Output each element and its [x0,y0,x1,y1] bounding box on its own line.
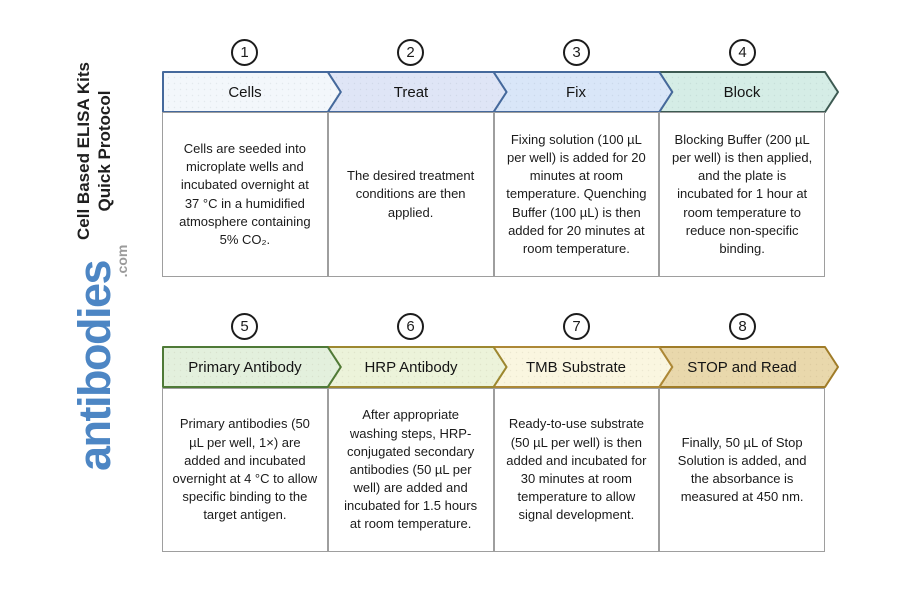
banner-texture [327,72,507,112]
banner-texture [163,72,341,112]
step-4-description-box: Blocking Buffer (200 µL per well) is the… [659,112,825,277]
step-3-number-badge: 3 [563,39,590,66]
step-1-banner-label: Cells [228,84,261,101]
protocol-row-1-banners: Cells Treat Fix Block [162,71,839,113]
page-title: Cell Based ELISA Kits Quick Protocol [73,44,117,258]
banner-texture [327,347,507,387]
page-title-line1: Cell Based ELISA Kits [74,62,93,240]
step-6-banner-label: HRP Antibody [364,359,458,376]
step-7-banner-label: TMB Substrate [526,359,626,376]
protocol-row-1-descriptions: Cells are seeded into microplate wells a… [162,112,825,277]
protocol-row-2-descriptions: Primary antibodies (50 µL per well, 1×) … [162,388,825,552]
protocol-row-2-banners: Primary Antibody HRP Antibody TMB Substr… [162,346,839,388]
step-7-description-box: Ready-to-use substrate (50 µL per well) … [493,388,660,552]
step-1-description-box: Cells are seeded into microplate wells a… [162,112,328,277]
step-5-banner-label: Primary Antibody [188,359,302,376]
step-1-number-badge: 1 [231,39,258,66]
banner-texture [163,347,341,387]
banner-texture [493,72,673,112]
banner-texture [493,347,673,387]
step-7-number-badge: 7 [563,313,590,340]
step-4-banner-label: Block [724,84,761,101]
step-5-number-badge: 5 [231,313,258,340]
step-8-banner-label: STOP and Read [687,359,797,376]
step-4-number-badge: 4 [729,39,756,66]
step-2-number-badge: 2 [397,39,424,66]
step-8-description-box: Finally, 50 µL of Stop Solution is added… [659,388,825,552]
antibodies-logo-suffix: .com [114,244,130,278]
banner-texture [659,347,838,387]
step-3-banner-label: Fix [566,84,586,101]
step-6-description-box: After appropriate washing steps, HRP-con… [327,388,494,552]
step-3-description-box: Fixing solution (100 µL per well) is add… [493,112,660,277]
step-2-banner-label: Treat [394,84,429,101]
step-8-number-badge: 8 [729,313,756,340]
step-2-description-box: The desired treatment conditions are the… [327,112,494,277]
step-6-number-badge: 6 [397,313,424,340]
banner-texture [659,72,838,112]
step-5-description-box: Primary antibodies (50 µL per well, 1×) … [162,388,328,552]
page-title-line2: Quick Protocol [95,90,115,212]
